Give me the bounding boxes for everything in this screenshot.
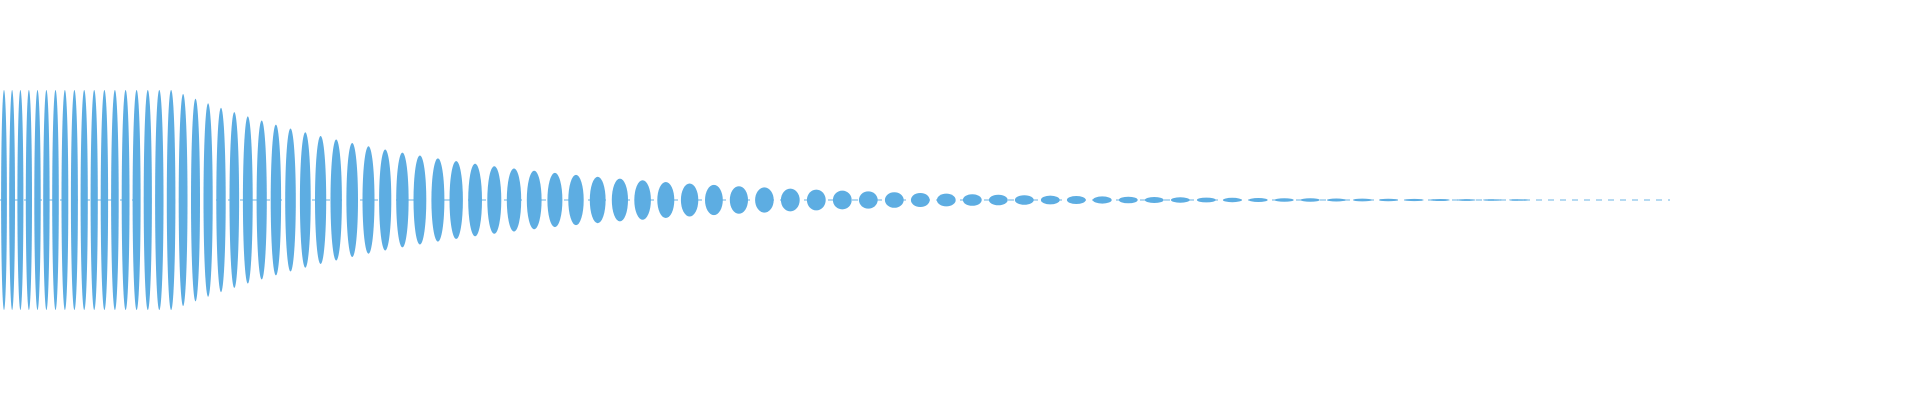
waveform-lobe xyxy=(1118,196,1138,204)
waveform-lobe xyxy=(362,146,375,254)
waveform-lobe xyxy=(270,124,282,276)
waveform-lobe xyxy=(80,90,88,310)
waveform-lobe xyxy=(379,149,392,251)
waveform-lobe xyxy=(52,90,59,310)
waveform-lobe xyxy=(547,172,563,228)
waveform-lobe xyxy=(1430,199,1450,201)
waveform-lobe xyxy=(657,182,675,218)
waveform-lobe xyxy=(191,98,200,302)
waveform-lobe xyxy=(780,188,800,212)
waveform-lobe xyxy=(216,107,226,293)
waveform-lobe xyxy=(25,90,32,310)
waveform-lobe xyxy=(143,90,152,310)
waveform-lobe xyxy=(132,90,141,310)
waveform-lobe xyxy=(884,192,904,208)
waveform-lobe xyxy=(568,174,584,226)
waveform-lobe xyxy=(611,178,629,222)
waveform-lobe xyxy=(1274,198,1294,202)
waveform-lobe xyxy=(729,186,749,214)
waveform-lobe xyxy=(330,139,342,261)
waveform-lobe xyxy=(315,136,327,264)
waveform-lobe xyxy=(17,90,24,310)
waveform-lobe xyxy=(988,194,1008,206)
waveform-lobe xyxy=(43,90,50,310)
waveform-lobe xyxy=(155,90,164,310)
waveform-lobe xyxy=(1326,198,1346,202)
waveform-lobe xyxy=(1404,198,1424,202)
waveform-lobe xyxy=(526,170,542,230)
waveform-lobe xyxy=(1092,196,1112,204)
waveform-lobe xyxy=(1222,197,1242,203)
waveform-lobe xyxy=(346,143,359,257)
waveform-lobe xyxy=(1378,198,1398,202)
waveform-lobe xyxy=(936,193,956,207)
waveform-lobe xyxy=(1144,197,1164,203)
waveform-lobe xyxy=(449,161,463,239)
waveform-lobe xyxy=(1456,199,1476,201)
waveform-lobe xyxy=(858,191,878,209)
waveform-lobe xyxy=(9,90,16,310)
waveform-lobes xyxy=(1,90,1528,310)
waveform-lobe xyxy=(1482,199,1502,201)
waveform-lobe xyxy=(299,132,311,268)
waveform-lobe xyxy=(34,90,41,310)
waveform-lobe xyxy=(832,190,852,210)
waveform-lobe xyxy=(806,189,826,211)
waveform-lobe xyxy=(1352,198,1372,202)
waveform-lobe xyxy=(506,168,522,232)
waveform-lobe xyxy=(166,90,176,310)
waveform-lobe xyxy=(1196,197,1216,203)
waveform-lobe xyxy=(178,94,188,306)
waveform-lobe xyxy=(1014,195,1034,205)
waveform-lobe xyxy=(1,90,7,310)
waveform-lobe xyxy=(910,193,930,207)
waveform-lobe xyxy=(100,90,109,310)
waveform-lobe xyxy=(70,90,78,310)
waveform-lobe xyxy=(1066,196,1086,204)
waveform-lobe xyxy=(589,176,606,224)
waveform-lobe xyxy=(61,90,69,310)
waveform-lobe xyxy=(111,90,119,310)
waveform-lobe xyxy=(1248,198,1268,202)
waveform-lobe xyxy=(1508,199,1528,201)
waveform-lobe xyxy=(90,90,98,310)
waveform-lobe xyxy=(468,163,482,237)
waveform-lobe xyxy=(634,180,651,220)
waveform-lobe xyxy=(242,116,253,284)
waveform-lobe xyxy=(229,112,240,288)
waveform-lobe xyxy=(1300,198,1320,202)
waveform-lobe xyxy=(705,184,723,216)
waveform-lobe xyxy=(121,90,130,310)
waveform-lobe xyxy=(413,155,427,245)
waveform-lobe xyxy=(256,120,267,280)
waveform-lobe xyxy=(1040,195,1060,205)
waveform-lobe xyxy=(680,183,699,217)
waveform-lobe xyxy=(431,158,445,242)
waveform-lobe xyxy=(755,187,774,213)
waveform-lobe xyxy=(487,166,502,234)
waveform-lobe xyxy=(396,152,409,248)
waveform-lobe xyxy=(203,103,213,297)
waveform-lobe xyxy=(285,128,296,272)
waveform-lobe xyxy=(962,194,982,206)
waveform-lobe xyxy=(1170,197,1190,203)
